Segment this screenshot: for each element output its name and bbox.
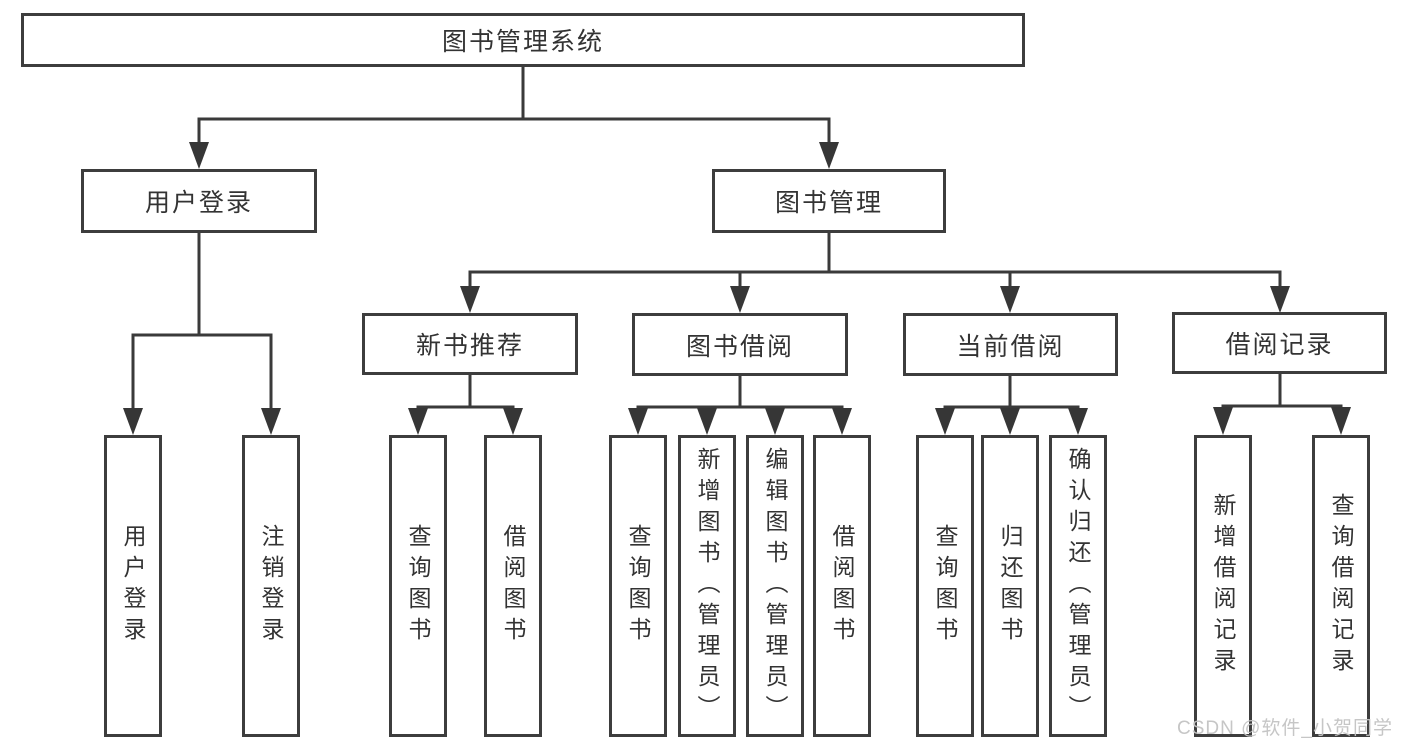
node-label: 新书推荐 xyxy=(415,332,524,360)
leaf-label: 编辑图书（管理员） xyxy=(762,446,788,726)
leaf-label: 查询图书 xyxy=(405,524,431,648)
leaf-bb-borrow-books: 借阅图书 xyxy=(813,435,871,737)
node-current-borrowing: 当前借阅 xyxy=(903,313,1118,376)
leaf-br-add-record: 新增借阅记录 xyxy=(1194,435,1252,737)
node-label: 图书管理系统 xyxy=(441,28,604,56)
node-label: 当前借阅 xyxy=(956,332,1065,361)
node-user-login: 用户登录 xyxy=(81,169,317,233)
leaf-bb-add-books-admin: 新增图书（管理员） xyxy=(678,435,736,737)
node-label: 借阅记录 xyxy=(1225,331,1334,359)
node-book-borrowing: 图书借阅 xyxy=(632,313,848,376)
leaf-bb-query-books: 查询图书 xyxy=(609,435,667,737)
leaf-label: 归还图书 xyxy=(997,524,1023,648)
node-label: 用户登录 xyxy=(144,189,253,217)
leaf-br-query-record: 查询借阅记录 xyxy=(1312,435,1370,737)
leaf-user-login: 用户登录 xyxy=(104,435,162,737)
node-new-book-recommend: 新书推荐 xyxy=(362,313,578,375)
leaf-bb-edit-books-admin: 编辑图书（管理员） xyxy=(746,435,804,737)
node-label: 图书管理 xyxy=(774,189,883,217)
leaf-label: 用户登录 xyxy=(120,524,146,648)
leaf-label: 注销登录 xyxy=(258,524,284,648)
node-borrowing-records: 借阅记录 xyxy=(1172,312,1387,374)
leaf-nbr-query-books: 查询图书 xyxy=(389,435,447,737)
leaf-cb-confirm-return-admin: 确认归还（管理员） xyxy=(1049,435,1107,737)
node-label: 图书借阅 xyxy=(685,332,794,361)
leaf-label: 新增借阅记录 xyxy=(1210,493,1236,679)
leaf-label: 查询图书 xyxy=(625,524,651,648)
leaf-logout: 注销登录 xyxy=(242,435,300,737)
leaf-cb-return-books: 归还图书 xyxy=(981,435,1039,737)
leaf-label: 查询图书 xyxy=(932,524,958,648)
leaf-label: 借阅图书 xyxy=(829,524,855,648)
leaf-label: 确认归还（管理员） xyxy=(1065,446,1091,726)
leaf-label: 借阅图书 xyxy=(500,524,526,648)
node-book-management: 图书管理 xyxy=(712,169,946,233)
leaf-nbr-borrow-books: 借阅图书 xyxy=(484,435,542,737)
leaf-cb-query-books: 查询图书 xyxy=(916,435,974,737)
leaf-label: 查询借阅记录 xyxy=(1328,493,1354,679)
node-library-management-system: 图书管理系统 xyxy=(21,13,1025,67)
csdn-watermark: CSDN @软件_小贺同学 xyxy=(1177,718,1393,739)
leaf-label: 新增图书（管理员） xyxy=(694,446,720,726)
